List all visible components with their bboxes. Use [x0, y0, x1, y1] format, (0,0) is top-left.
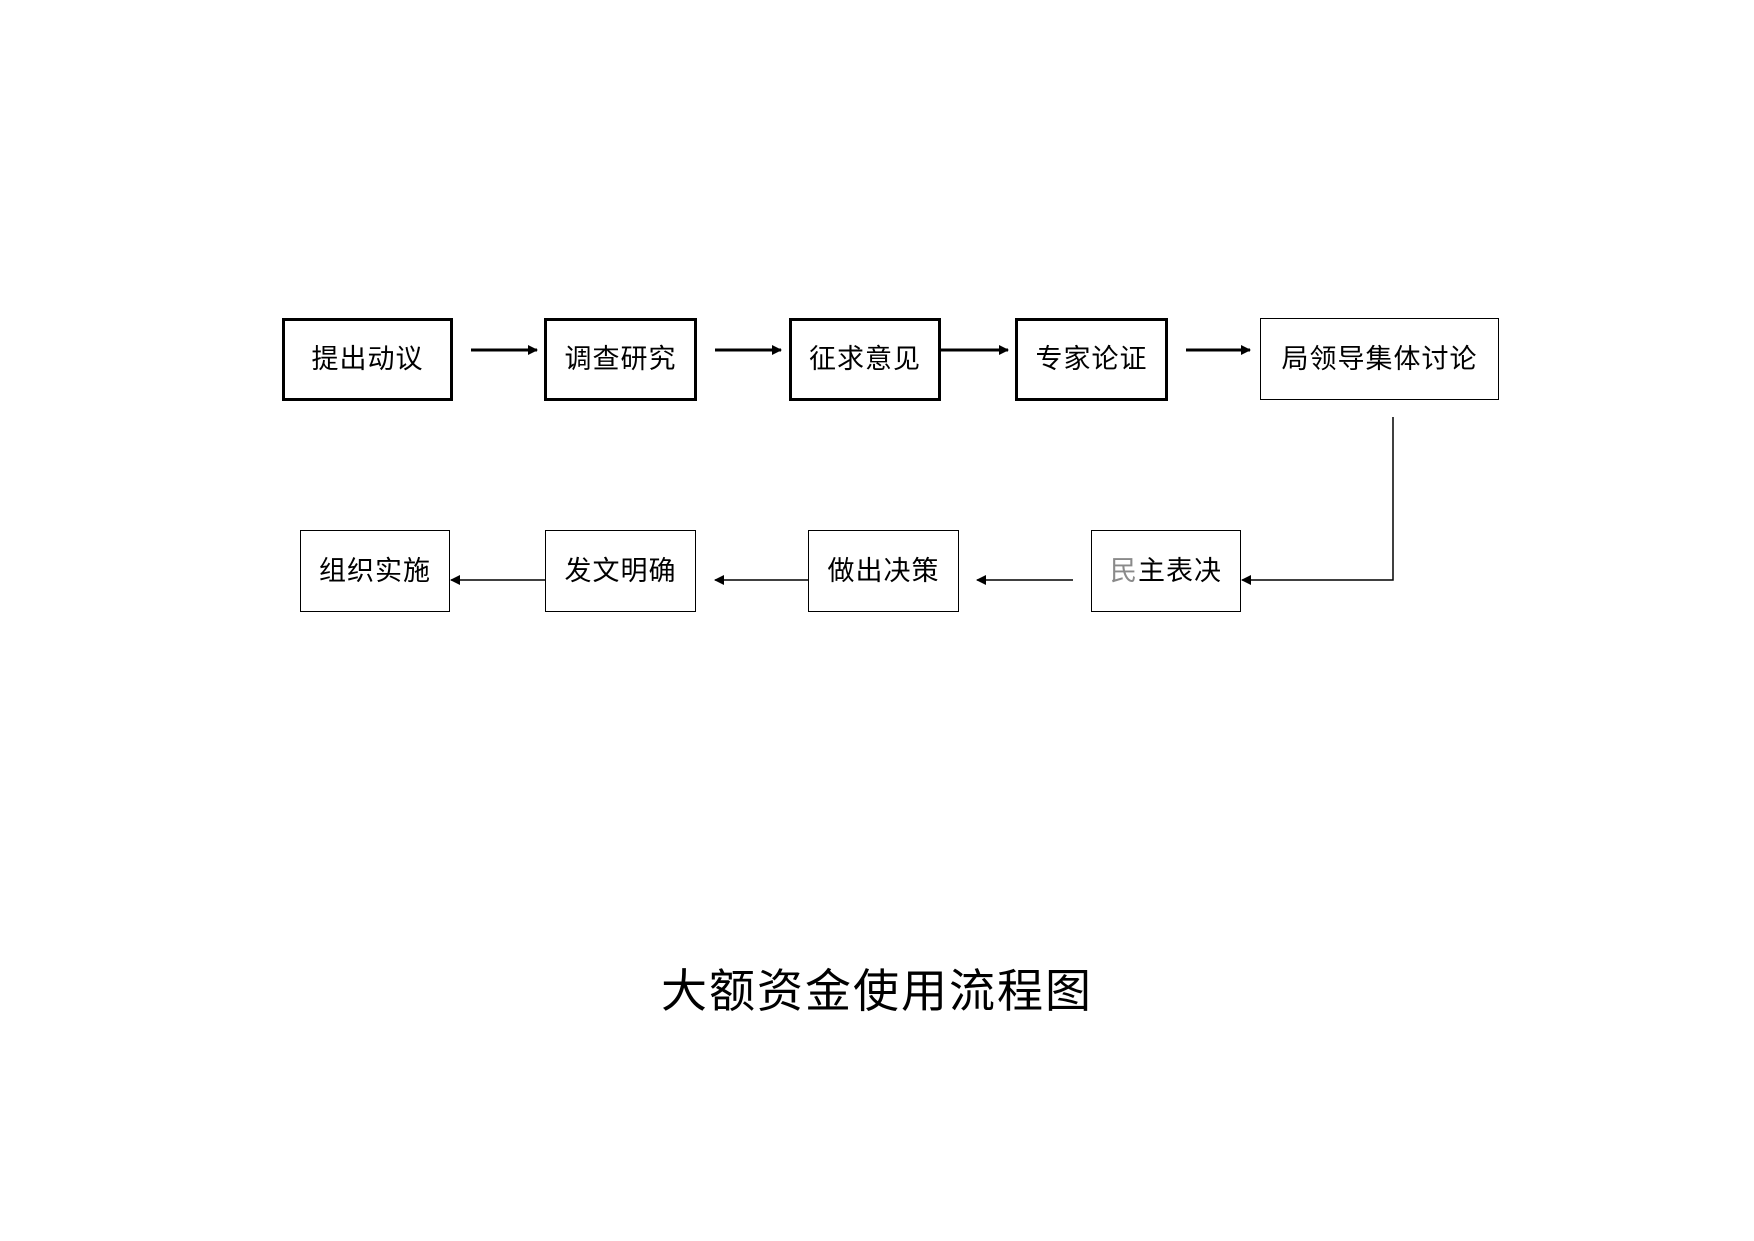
step-investigate-research: 调查研究 — [544, 318, 697, 401]
arrow-step5-to-step6 — [1241, 417, 1394, 585]
step-label: 专家论证 — [1035, 344, 1148, 375]
step-expert-review: 专家论证 — [1015, 318, 1168, 401]
step-democratic-vote: 民主表决 — [1091, 530, 1241, 612]
step-make-decision: 做出决策 — [808, 530, 959, 612]
step-label: 提出动议 — [311, 344, 424, 375]
step-propose-motion: 提出动议 — [282, 318, 453, 401]
step-label: 组织实施 — [319, 555, 431, 587]
step-organize-implementation: 组织实施 — [300, 530, 450, 612]
step-label: 民主表决 — [1110, 558, 1222, 585]
step-label: 做出决策 — [827, 555, 940, 587]
step-label-rest: 主表决 — [1138, 555, 1222, 587]
step-label: 发文明确 — [564, 555, 677, 587]
step-issue-document: 发文明确 — [545, 530, 696, 612]
diagram-title: 大额资金使用流程图 — [661, 964, 1093, 1018]
step-label: 调查研究 — [564, 344, 677, 375]
step-label-prefix: 民 — [1110, 555, 1138, 587]
step-label: 局领导集体讨论 — [1281, 343, 1478, 375]
step-label: 征求意见 — [809, 344, 921, 375]
step-leadership-discussion: 局领导集体讨论 — [1260, 318, 1499, 400]
step-solicit-opinions: 征求意见 — [789, 318, 941, 401]
